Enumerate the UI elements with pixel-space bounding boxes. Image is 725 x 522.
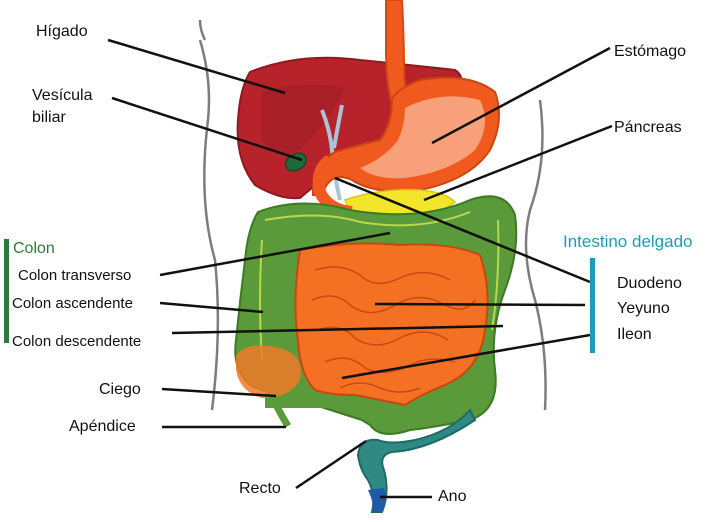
stomach-inner [360,96,485,179]
small-intestine-shape [294,242,489,407]
bile-ducts [320,104,344,201]
label-colon-descendente: Colon descendente [12,333,142,350]
liver-shade [262,84,345,154]
label-colon-transverso: Colon transverso [18,267,132,284]
label-pancreas: Páncreas [614,119,682,136]
label-colon-ascendente: Colon ascendente [12,295,133,312]
label-recto: Recto [239,480,281,497]
cecum-shape [236,345,301,398]
group-label-colon: Colon [13,240,55,257]
label-duodeno: Duodeno [617,275,682,292]
label-ano: Ano [438,488,467,505]
appendix-shape [268,394,291,428]
intestine-group-bar [590,258,595,353]
label-vesicula-line2: biliar [32,109,66,126]
colon-group-bar [4,239,9,343]
label-yeyuno: Yeyuno [617,300,670,317]
small-intestine-folds [311,266,476,393]
anus-shape [368,488,386,512]
label-estomago: Estómago [614,43,687,60]
label-higado: Hígado [36,23,88,40]
rectum-shape [356,408,477,513]
label-vesicula-line1: Vesícula [32,87,93,104]
label-apendice: Apéndice [69,418,136,435]
body-outline [198,19,547,411]
leader-lines [107,38,613,499]
label-ciego: Ciego [99,381,141,398]
label-ileon: Ileon [617,326,652,343]
group-label-intestino-delgado: Intestino delgado [563,232,693,251]
